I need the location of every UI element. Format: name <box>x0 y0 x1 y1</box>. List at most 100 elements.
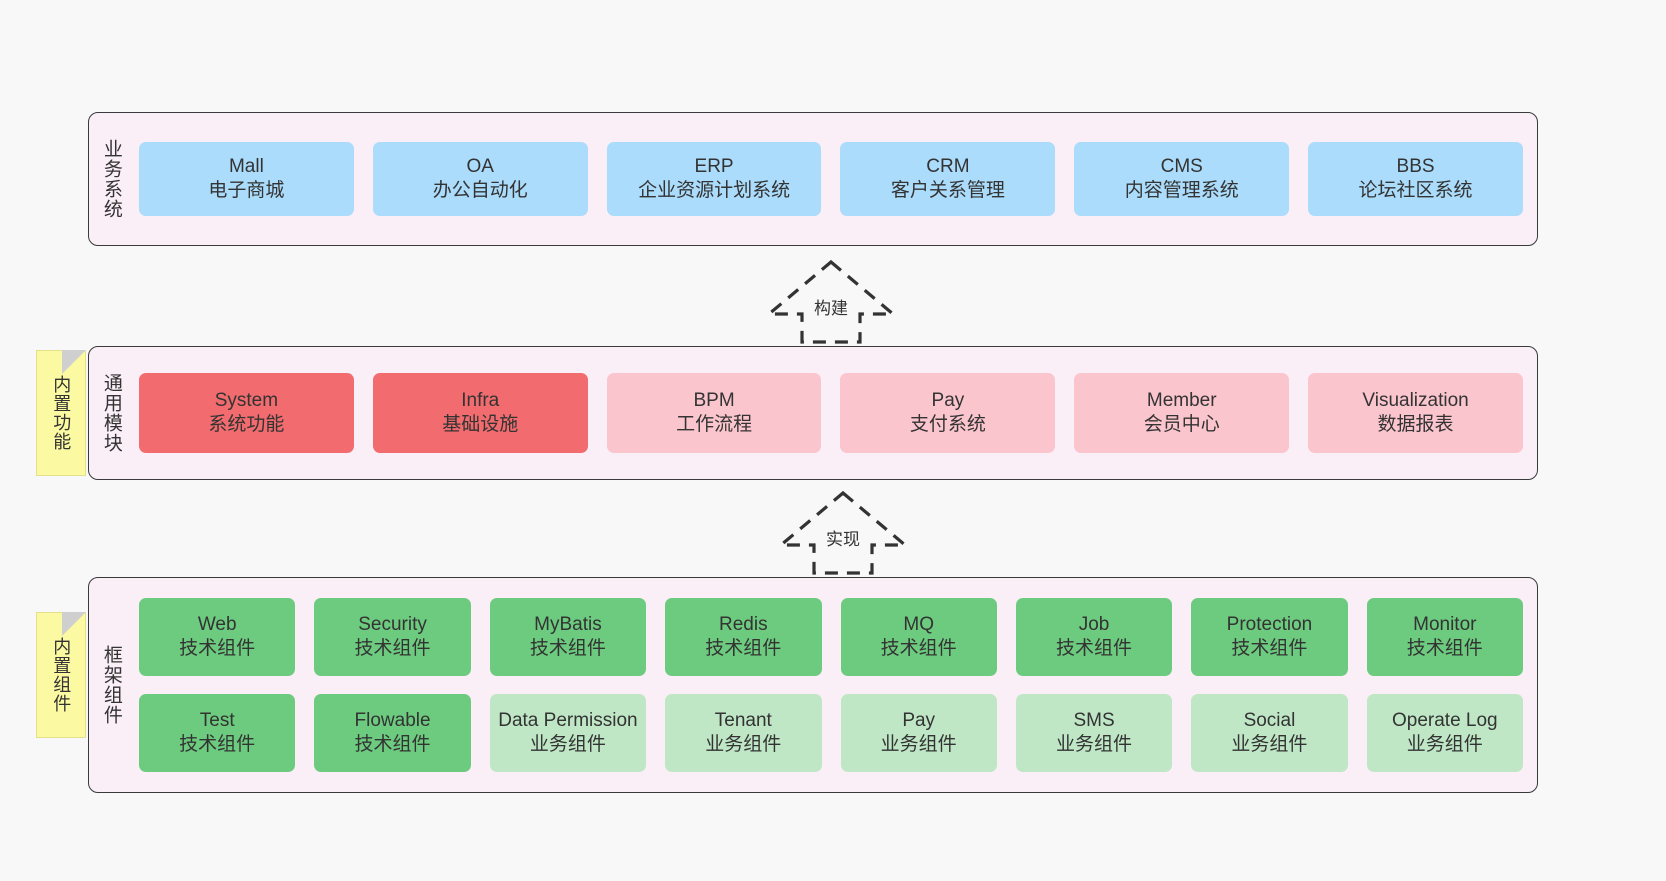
card-bpm-subtitle: 工作流程 <box>676 414 753 435</box>
card-crm-title: CRM <box>926 155 970 177</box>
card-pay-module-title: Pay <box>931 389 965 411</box>
card-job-title: Job <box>1078 613 1110 635</box>
card-monitor-subtitle: 技术组件 <box>1406 638 1483 659</box>
card-social-title: Social <box>1243 709 1296 731</box>
layer-business-systems: 业务系统 Mall 电子商城 OA 办公自动化 ERP 企业资源计划系统 CRM… <box>88 112 1538 246</box>
card-security-subtitle: 技术组件 <box>354 638 431 659</box>
card-cms-subtitle: 内容管理系统 <box>1124 180 1239 201</box>
card-cms-title: CMS <box>1160 155 1203 177</box>
card-oa-title: OA <box>466 155 494 177</box>
business-systems-row: Mall 电子商城 OA 办公自动化 ERP 企业资源计划系统 CRM 客户关系… <box>139 142 1523 216</box>
sticky-note-builtin-functions: 内置功能 <box>36 350 86 476</box>
card-infra[interactable]: Infra 基础设施 <box>372 373 588 453</box>
card-member-subtitle: 会员中心 <box>1143 414 1220 435</box>
sticky-note-builtin-components-label: 内置组件 <box>51 637 72 713</box>
card-oa[interactable]: OA 办公自动化 <box>372 142 588 216</box>
card-mq-title: MQ <box>903 613 934 635</box>
card-operate-log-subtitle: 业务组件 <box>1406 734 1483 755</box>
card-web[interactable]: Web 技术组件 <box>139 598 296 676</box>
card-web-subtitle: 技术组件 <box>179 638 256 659</box>
card-bbs[interactable]: BBS 论坛社区系统 <box>1308 142 1523 216</box>
card-monitor-title: Monitor <box>1413 613 1477 635</box>
card-bbs-title: BBS <box>1396 155 1435 177</box>
card-bpm[interactable]: BPM 工作流程 <box>606 373 822 453</box>
card-erp[interactable]: ERP 企业资源计划系统 <box>606 142 822 216</box>
card-member-title: Member <box>1146 389 1217 411</box>
card-data-permission-title: Data Permission <box>498 709 638 731</box>
card-monitor[interactable]: Monitor 技术组件 <box>1366 598 1523 676</box>
card-infra-title: Infra <box>461 389 500 411</box>
card-social[interactable]: Social 业务组件 <box>1191 694 1348 772</box>
card-operate-log[interactable]: Operate Log 业务组件 <box>1366 694 1523 772</box>
sticky-note-builtin-components: 内置组件 <box>36 612 86 738</box>
card-redis-subtitle: 技术组件 <box>705 638 782 659</box>
card-tenant-title: Tenant <box>714 709 772 731</box>
card-flowable-title: Flowable <box>354 709 431 731</box>
card-pay-component-title: Pay <box>902 709 936 731</box>
common-modules-row: System 系统功能 Infra 基础设施 BPM 工作流程 Pay 支付系统… <box>139 373 1523 453</box>
card-member[interactable]: Member 会员中心 <box>1074 373 1290 453</box>
layer-business-systems-body: Mall 电子商城 OA 办公自动化 ERP 企业资源计划系统 CRM 客户关系… <box>133 113 1537 245</box>
card-cms[interactable]: CMS 内容管理系统 <box>1074 142 1290 216</box>
card-mq[interactable]: MQ 技术组件 <box>840 598 997 676</box>
card-crm[interactable]: CRM 客户关系管理 <box>840 142 1056 216</box>
sticky-note-builtin-functions-label: 内置功能 <box>51 375 72 451</box>
card-system-title: System <box>214 389 279 411</box>
card-job[interactable]: Job 技术组件 <box>1015 598 1173 676</box>
card-bpm-title: BPM <box>693 389 735 411</box>
card-pay-component[interactable]: Pay 业务组件 <box>840 694 997 772</box>
card-social-subtitle: 业务组件 <box>1231 734 1308 755</box>
card-security-title: Security <box>358 613 427 635</box>
card-pay-module-subtitle: 支付系统 <box>909 414 986 435</box>
card-system[interactable]: System 系统功能 <box>139 373 354 453</box>
card-protection-title: Protection <box>1226 613 1313 635</box>
card-protection-subtitle: 技术组件 <box>1231 638 1308 659</box>
card-operate-log-title: Operate Log <box>1391 709 1498 731</box>
arrow-build: 构建 <box>756 258 906 346</box>
card-sms-subtitle: 业务组件 <box>1056 734 1133 755</box>
card-redis-title: Redis <box>719 613 768 635</box>
layer-framework-components-title: 框架组件 <box>100 645 122 725</box>
card-protection[interactable]: Protection 技术组件 <box>1191 598 1348 676</box>
card-pay-module[interactable]: Pay 支付系统 <box>840 373 1056 453</box>
card-security[interactable]: Security 技术组件 <box>314 598 471 676</box>
card-erp-subtitle: 企业资源计划系统 <box>638 180 791 201</box>
card-mybatis[interactable]: MyBatis 技术组件 <box>489 598 647 676</box>
layer-common-modules-title: 通用模块 <box>100 373 122 453</box>
card-sms-title: SMS <box>1073 709 1115 731</box>
card-data-permission[interactable]: Data Permission 业务组件 <box>489 694 647 772</box>
card-redis[interactable]: Redis 技术组件 <box>665 598 822 676</box>
card-tenant-subtitle: 业务组件 <box>705 734 782 755</box>
layer-business-systems-title: 业务系统 <box>100 139 122 219</box>
card-system-subtitle: 系统功能 <box>208 414 285 435</box>
card-crm-subtitle: 客户关系管理 <box>890 180 1005 201</box>
framework-business-row: Test 技术组件 Flowable 技术组件 Data Permission … <box>139 694 1523 772</box>
layer-framework-components-body: Web 技术组件 Security 技术组件 MyBatis 技术组件 Redi… <box>133 578 1537 792</box>
card-infra-subtitle: 基础设施 <box>442 414 519 435</box>
card-mybatis-title: MyBatis <box>534 613 602 635</box>
card-web-title: Web <box>197 613 237 635</box>
framework-tech-row: Web 技术组件 Security 技术组件 MyBatis 技术组件 Redi… <box>139 598 1523 676</box>
card-test-subtitle: 技术组件 <box>179 734 256 755</box>
card-mall[interactable]: Mall 电子商城 <box>139 142 354 216</box>
card-flowable[interactable]: Flowable 技术组件 <box>314 694 471 772</box>
card-flowable-subtitle: 技术组件 <box>354 734 431 755</box>
arrow-build-label: 构建 <box>814 299 848 318</box>
card-test[interactable]: Test 技术组件 <box>139 694 296 772</box>
card-mall-title: Mall <box>228 155 264 177</box>
card-visualization-subtitle: 数据报表 <box>1377 414 1454 435</box>
card-mybatis-subtitle: 技术组件 <box>529 638 606 659</box>
card-oa-subtitle: 办公自动化 <box>432 180 528 201</box>
arrow-implement: 实现 <box>768 489 918 577</box>
layer-common-modules-body: System 系统功能 Infra 基础设施 BPM 工作流程 Pay 支付系统… <box>133 347 1537 479</box>
card-data-permission-subtitle: 业务组件 <box>529 734 606 755</box>
card-test-title: Test <box>199 709 235 731</box>
card-tenant[interactable]: Tenant 业务组件 <box>665 694 822 772</box>
card-bbs-subtitle: 论坛社区系统 <box>1358 180 1473 201</box>
card-mq-subtitle: 技术组件 <box>880 638 957 659</box>
card-visualization[interactable]: Visualization 数据报表 <box>1308 373 1523 453</box>
card-sms[interactable]: SMS 业务组件 <box>1015 694 1173 772</box>
card-erp-title: ERP <box>694 155 734 177</box>
card-job-subtitle: 技术组件 <box>1056 638 1133 659</box>
